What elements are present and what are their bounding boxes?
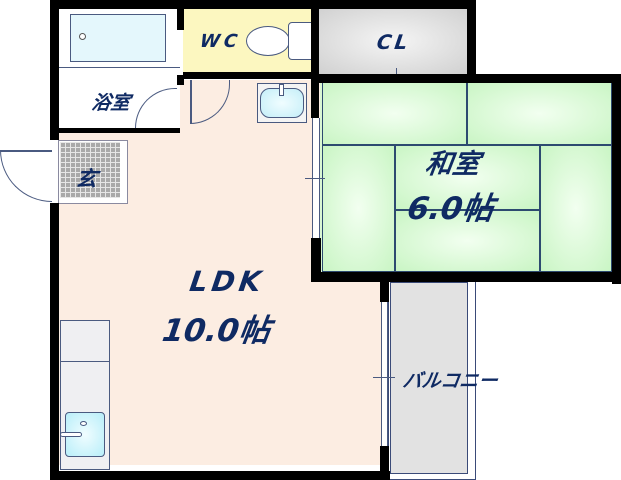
- wall: [311, 0, 319, 118]
- washitsu-size: 6.0帖: [404, 191, 496, 227]
- wall: [380, 272, 389, 302]
- wall: [311, 238, 321, 280]
- ldk-name: LDK: [187, 265, 268, 298]
- wc-label: WC: [198, 31, 243, 52]
- closet-room: [318, 8, 468, 74]
- wall: [612, 74, 621, 284]
- tatami-mat: [395, 145, 540, 210]
- wall: [58, 128, 180, 133]
- closet-label: CL: [375, 30, 413, 54]
- wall: [380, 446, 389, 480]
- kitchen-faucet: [60, 432, 82, 437]
- sliding-door-mark: [305, 178, 325, 179]
- wall: [50, 0, 59, 140]
- ldk-size: 10.0帖: [159, 313, 273, 349]
- washitsu-floor: [320, 82, 612, 272]
- wall: [311, 272, 621, 282]
- bathtub-drain: [79, 33, 86, 40]
- entrance-door-swing: [0, 150, 52, 202]
- entrance-floor: [60, 142, 120, 198]
- tatami-mat: [395, 210, 540, 272]
- tatami-mat: [322, 82, 467, 145]
- wall: [50, 471, 390, 480]
- tatami-mat: [322, 145, 395, 272]
- wall: [50, 0, 470, 9]
- balcony-window: [381, 302, 388, 446]
- wall: [177, 75, 184, 85]
- balcony-label: バルコニー: [401, 370, 499, 392]
- bath-label: 浴室: [90, 92, 132, 114]
- wall: [467, 0, 476, 82]
- balcony-window-mark: [373, 377, 395, 378]
- bathtub: [70, 14, 166, 62]
- wall: [183, 72, 318, 79]
- wall: [311, 74, 621, 83]
- tatami-mat: [467, 82, 612, 145]
- toilet-bowl: [246, 26, 290, 56]
- washbasin-faucet: [279, 84, 284, 96]
- wall: [50, 203, 59, 480]
- entrance-label: 玄: [74, 167, 99, 191]
- bath-divider: [58, 67, 180, 68]
- balcony-floor: [390, 282, 468, 474]
- washitsu-name: 和室: [423, 149, 482, 180]
- sink-drain: [80, 421, 87, 426]
- wall: [177, 0, 184, 30]
- tatami-mat: [540, 145, 612, 272]
- kitchen-stove-divider: [60, 361, 110, 362]
- toilet-tank: [288, 22, 312, 60]
